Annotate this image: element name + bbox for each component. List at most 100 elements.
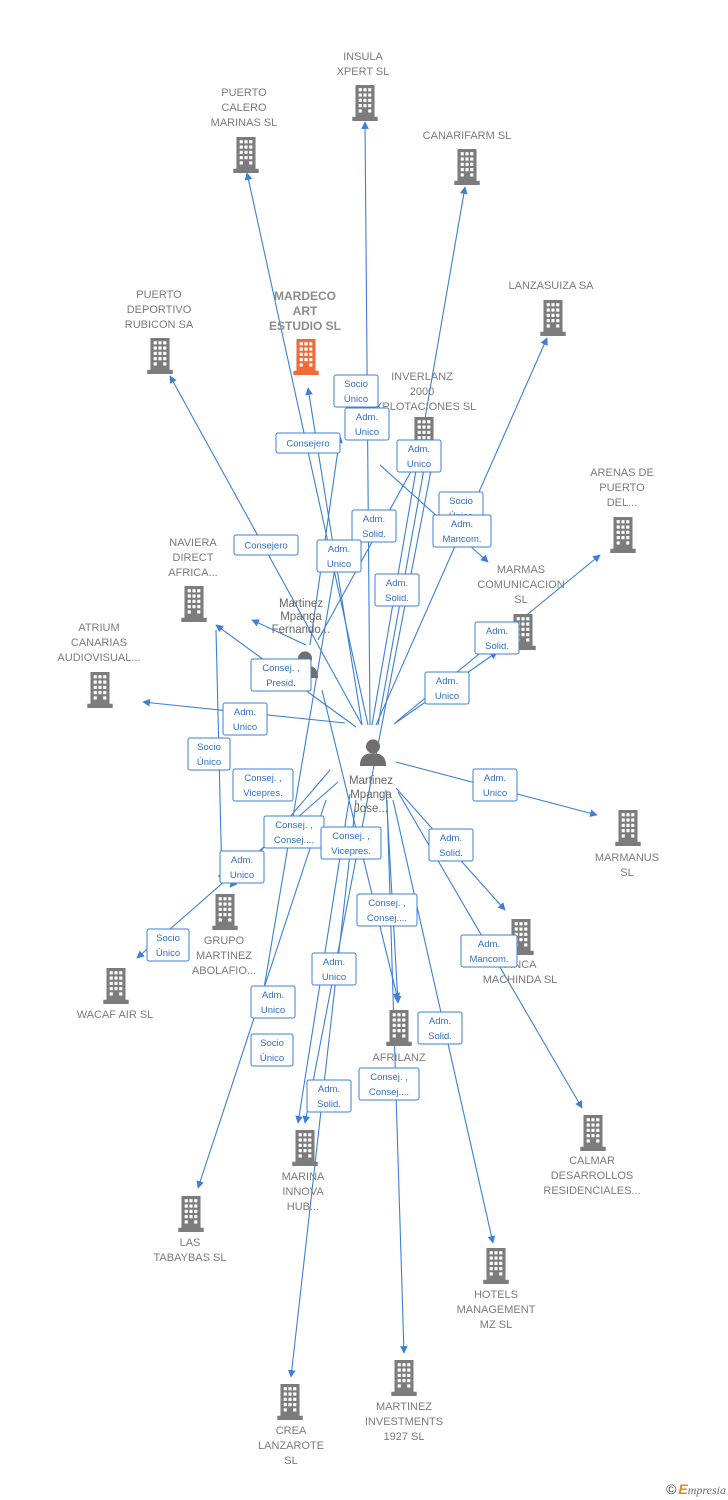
person-name-line: Mpanga: [350, 789, 392, 801]
relation-label-text: Unico: [355, 427, 379, 438]
relation-label-text: Adm.: [478, 939, 500, 950]
company-node-grupo[interactable]: GRUPOMARTINEZABOLAFIO...: [192, 894, 256, 977]
company-node-lanzasuiza[interactable]: LANZASUIZA SA: [509, 280, 595, 336]
relation-label-text: Unico: [435, 691, 459, 702]
relation-label[interactable]: Adm.Unico: [396, 439, 442, 473]
company-node-marina[interactable]: MARINAINNOVAHUB...: [282, 1130, 325, 1213]
relation-label-text: Socio: [344, 379, 368, 390]
relation-label-text: Consej. ,: [262, 663, 300, 674]
company-name-line: DEL...: [607, 497, 638, 509]
relation-label-text: Consej....: [367, 913, 407, 924]
relation-label-text: Consej. ,: [368, 898, 406, 909]
relation-label[interactable]: Adm.Unico: [316, 539, 362, 573]
company-name-line: CALMAR: [569, 1155, 615, 1167]
relation-label[interactable]: Consej. ,Consej....: [263, 815, 325, 849]
relation-label-text: Adm.: [356, 412, 378, 423]
relation-label-box: [351, 509, 397, 543]
brand-letter: E: [678, 1481, 688, 1497]
relation-label[interactable]: Consejero: [275, 432, 341, 454]
relation-label[interactable]: Consejero: [233, 534, 299, 556]
relation-label-text: Adm.: [262, 990, 284, 1001]
building-icon: [391, 1360, 417, 1396]
relation-label[interactable]: Consej. , Consej....: [356, 893, 418, 927]
relation-label-box: [232, 768, 294, 802]
relation-label-box: [250, 658, 312, 692]
relation-label[interactable]: Adm. Unico: [344, 407, 390, 441]
empresia-logo[interactable]: ©Empresia: [666, 1481, 726, 1498]
company-name-line: 1927 SL: [384, 1431, 425, 1443]
relation-label-text: Vicepres.: [331, 846, 370, 857]
relation-label[interactable]: Adm.Unico: [424, 671, 470, 705]
relation-label[interactable]: Adm.Unico: [222, 702, 268, 736]
person-node-fernando[interactable]: MartinezMpangaFernando...: [272, 598, 331, 678]
relation-label[interactable]: Adm.Solid.: [428, 828, 474, 862]
relation-label-box: [311, 952, 357, 986]
relation-label-text: Adm.: [440, 833, 462, 844]
relation-label[interactable]: Adm.Unico: [311, 952, 357, 986]
relation-label[interactable]: Adm.Unico: [250, 985, 296, 1019]
relation-label[interactable]: Consej. ,Consej....: [358, 1067, 420, 1101]
relation-label-box: [187, 737, 231, 771]
relation-label[interactable]: Adm.Solid.: [474, 621, 520, 655]
relation-label-text: Unico: [322, 972, 346, 983]
relation-label-box: [250, 1033, 294, 1067]
relation-label[interactable]: Adm.Unico: [472, 768, 518, 802]
relation-label[interactable]: Adm.Solid.: [417, 1011, 463, 1045]
relation-label[interactable]: Consej. ,Presid.: [250, 658, 312, 692]
person-node-jose[interactable]: MartinezMpangaJose...: [349, 739, 393, 815]
building-icon: [610, 517, 636, 553]
relation-label[interactable]: Adm.Unico: [219, 850, 265, 884]
relation-label-text: Solid.: [362, 529, 386, 540]
company-name-line: SL: [514, 594, 527, 606]
company-name-line: MANAGEMENT: [457, 1304, 536, 1316]
copyright-icon: ©: [666, 1481, 677, 1497]
company-node-atrium[interactable]: ATRIUMCANARIASAUDIOVISUAL...: [57, 622, 141, 708]
company-name-line: GRUPO: [204, 935, 245, 947]
company-name-line: MARINAS SL: [211, 117, 278, 129]
relation-label-text: Solid.: [428, 1031, 452, 1042]
company-node-calmar[interactable]: CALMARDESARROLLOSRESIDENCIALES...: [543, 1115, 641, 1197]
company-node-wacaf[interactable]: WACAF AIR SL: [77, 968, 154, 1021]
company-node-arenas[interactable]: ARENAS DEPUERTODEL...: [590, 467, 654, 553]
relation-label[interactable]: Consej. , Vicepres.: [320, 826, 382, 860]
relation-label-box: [344, 407, 390, 441]
company-name-line: INVERLANZ: [391, 371, 453, 383]
relation-label-text: Consej. ,: [332, 831, 370, 842]
company-node-afrilanz[interactable]: AFRILANZ: [372, 1010, 426, 1064]
relation-label-text: Consej....: [274, 835, 314, 846]
relation-label-box: [374, 573, 420, 607]
brand-name: mpresia: [687, 1483, 726, 1497]
relation-label[interactable]: Adm.Solid.: [351, 509, 397, 543]
relation-label-text: Único: [156, 948, 180, 959]
relation-label-box: [146, 928, 190, 962]
company-name-line: ATRIUM: [78, 622, 119, 634]
company-name-line: LAS: [180, 1237, 201, 1249]
relation-label[interactable]: Adm.Mancom.: [460, 934, 518, 968]
relation-label[interactable]: Adm.Solid.: [374, 573, 420, 607]
relation-label[interactable]: Adm.Solid.: [306, 1079, 352, 1113]
company-node-canarifarm[interactable]: CANARIFARM SL: [423, 130, 512, 185]
relation-label[interactable]: Consej. ,Vicepres.: [232, 768, 294, 802]
relation-label[interactable]: Adm.Mancom.: [432, 514, 492, 548]
relation-edge: [251, 619, 307, 646]
company-node-naviera[interactable]: NAVIERADIRECTAFRICA...: [168, 537, 218, 622]
relation-label-box: [233, 534, 299, 556]
relation-label-text: Adm.: [386, 578, 408, 589]
relation-label-text: Único: [344, 394, 368, 405]
